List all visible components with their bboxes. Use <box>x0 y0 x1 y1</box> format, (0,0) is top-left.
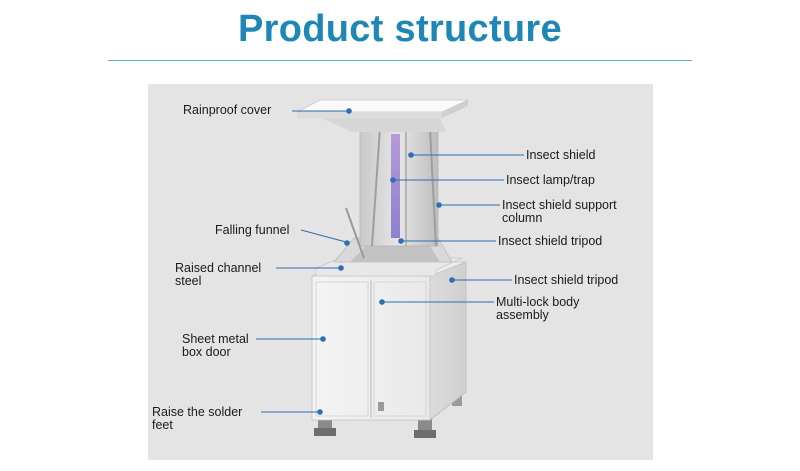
label-solder-feet: Raise the solder feet <box>152 406 242 432</box>
label-support-column: Insect shield support column <box>502 199 617 225</box>
cabinet-body <box>311 261 467 421</box>
title-divider <box>108 60 692 61</box>
label-falling-funnel: Falling funnel <box>215 223 290 237</box>
label-support-column-line2: column <box>502 211 543 225</box>
label-shield-tripod-lower: Insect shield tripod <box>514 273 619 287</box>
label-rainproof-cover: Rainproof cover <box>183 103 272 117</box>
callout-leaders <box>256 108 524 415</box>
rainproof-cover <box>296 99 469 132</box>
label-sheet-metal-line2: box door <box>182 345 231 359</box>
label-sheet-metal-door: Sheet metal box door <box>182 333 249 359</box>
label-solder-feet-line2: feet <box>152 418 173 432</box>
label-sheet-metal-line1: Sheet metal <box>182 332 249 346</box>
label-multilock-body: Multi-lock body assembly <box>496 296 579 322</box>
label-raised-channel-line2: steel <box>175 274 202 288</box>
label-shield-tripod-upper: Insect shield tripod <box>498 234 603 248</box>
label-insect-shield: Insect shield <box>526 148 596 162</box>
label-multilock-line2: assembly <box>496 308 549 322</box>
label-support-column-line1: Insect shield support <box>502 198 617 212</box>
label-solder-feet-line1: Raise the solder <box>152 405 243 419</box>
label-multilock-line1: Multi-lock body <box>496 295 580 309</box>
page-title: Product structure <box>238 8 562 50</box>
label-insect-lamp-trap: Insect lamp/trap <box>506 173 595 187</box>
insect-shield-assembly <box>345 127 439 259</box>
label-raised-channel-line1: Raised channel <box>175 261 262 275</box>
label-raised-channel-steel: Raised channel steel <box>175 262 261 288</box>
